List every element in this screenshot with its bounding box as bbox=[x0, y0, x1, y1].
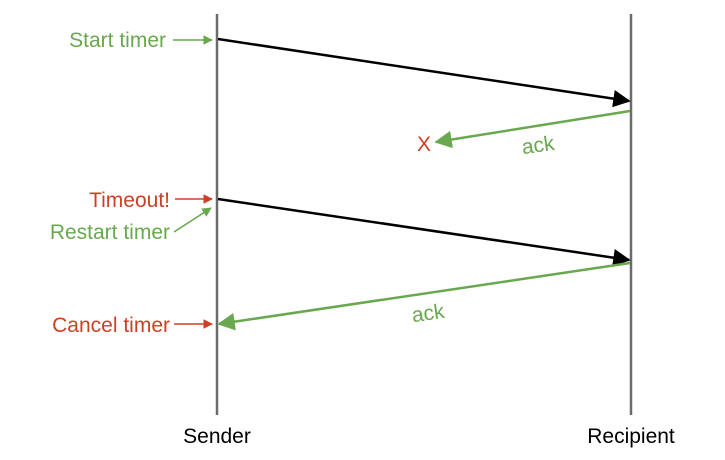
timeout-label: Timeout! bbox=[89, 189, 170, 212]
lost-ack-marker: X bbox=[417, 133, 431, 156]
lost-ack-label: ack bbox=[520, 132, 556, 159]
received-ack-arrow bbox=[217, 261, 631, 331]
cancel-timer-label: Cancel timer bbox=[52, 314, 170, 337]
restart-timer-label: Restart timer bbox=[50, 221, 170, 244]
start-timer-label: Start timer bbox=[69, 29, 166, 52]
received-ack-label: ack bbox=[410, 300, 446, 327]
recipient-label: Recipient bbox=[587, 425, 675, 448]
data-message-2-arrow bbox=[217, 197, 631, 267]
data-message-1-arrow bbox=[217, 37, 631, 108]
restart-timer-pointer bbox=[173, 207, 212, 233]
sender-label: Sender bbox=[183, 425, 251, 448]
lost-ack-arrow bbox=[434, 109, 631, 149]
